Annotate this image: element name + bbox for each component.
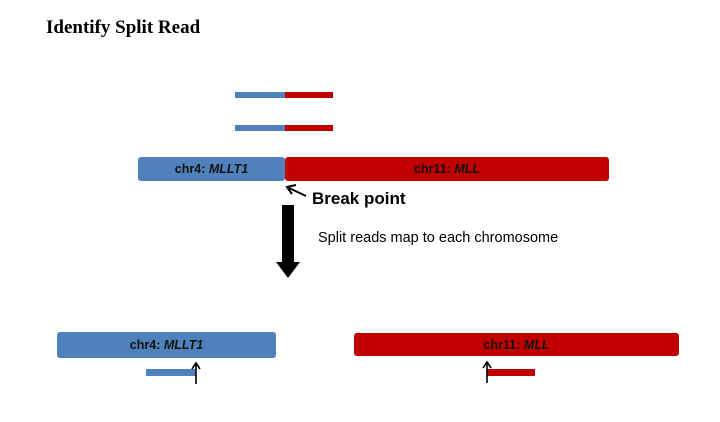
chr11-breakpoint-marker-arrow bbox=[482, 360, 492, 383]
fusion-chr4-segment: chr4: MLLT1 bbox=[138, 157, 285, 181]
mapped-read-chr4 bbox=[146, 369, 196, 376]
split-read-2-chr4-part bbox=[235, 125, 285, 131]
mapped-read-chr11 bbox=[487, 369, 535, 376]
split-read-1-chr11-part bbox=[285, 92, 333, 98]
split-read-1-chr4-part bbox=[235, 92, 285, 98]
mapped-chr11-bar: chr11: MLL bbox=[354, 333, 679, 356]
fusion-chr11-gene: MLL bbox=[454, 162, 480, 176]
mapped-chr4-gene: MLLT1 bbox=[163, 338, 204, 352]
mapped-chr11-gene: MLL bbox=[523, 337, 550, 352]
fusion-chr11-prefix: chr11: bbox=[414, 162, 455, 176]
break-point-label: Break point bbox=[312, 189, 406, 208]
diagram-title: Identify Split Read bbox=[46, 17, 201, 38]
split-read-2-chr11-part bbox=[285, 125, 333, 131]
break-point-arrow bbox=[285, 184, 307, 197]
chr4-breakpoint-marker-arrow bbox=[191, 361, 201, 384]
down-arrow bbox=[276, 205, 300, 278]
fusion-chr11-segment: chr11: MLL bbox=[285, 157, 609, 181]
mapped-chr11-prefix: chr11: bbox=[483, 337, 524, 352]
split-reads-note: Split reads map to each chromosome bbox=[318, 230, 559, 246]
mapped-chr4-bar: chr4: MLLT1 bbox=[57, 332, 276, 358]
mapped-chr4-prefix: chr4: bbox=[129, 338, 164, 352]
fusion-chr4-gene: MLLT1 bbox=[208, 162, 249, 176]
fusion-chr4-prefix: chr4: bbox=[174, 162, 209, 176]
